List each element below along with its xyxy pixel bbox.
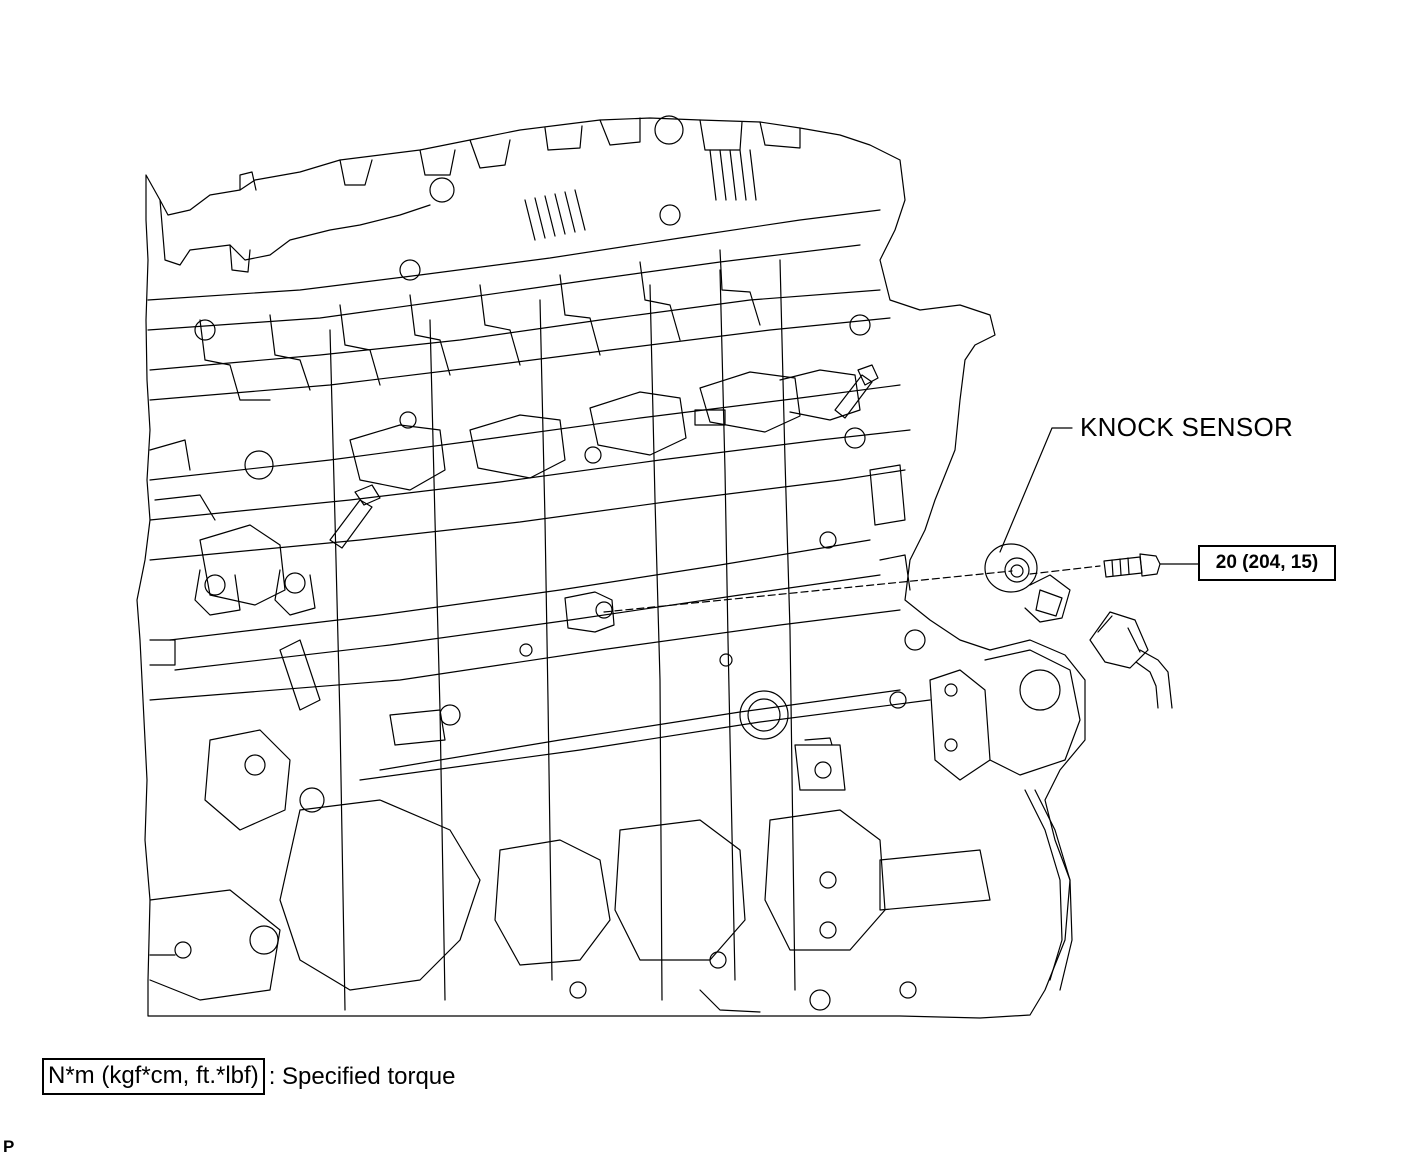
knock-sensor-label: KNOCK SENSOR: [1080, 412, 1294, 442]
knock-sensor-part: [984, 543, 1071, 623]
torque-legend: N*m (kgf*cm, ft.*lbf) : Specified torque: [42, 1058, 456, 1096]
alignment-dashed-line: [603, 570, 1013, 613]
sensor-bolt: [1103, 553, 1161, 578]
legend-description: : Specified torque: [268, 1062, 456, 1090]
corner-code-label: P: [3, 1137, 15, 1156]
bolt-dashed-line: [1029, 565, 1101, 575]
sensor-connector: [1089, 611, 1173, 709]
legend-unit-box: N*m (kgf*cm, ft.*lbf): [42, 1058, 265, 1096]
engine-block-illustration: [136, 115, 1086, 1019]
knock-sensor-leader-line: [999, 427, 1073, 553]
torque-value-box: 20 (204, 15): [1198, 545, 1336, 581]
knock-sensor-mount-boss: [564, 591, 615, 633]
